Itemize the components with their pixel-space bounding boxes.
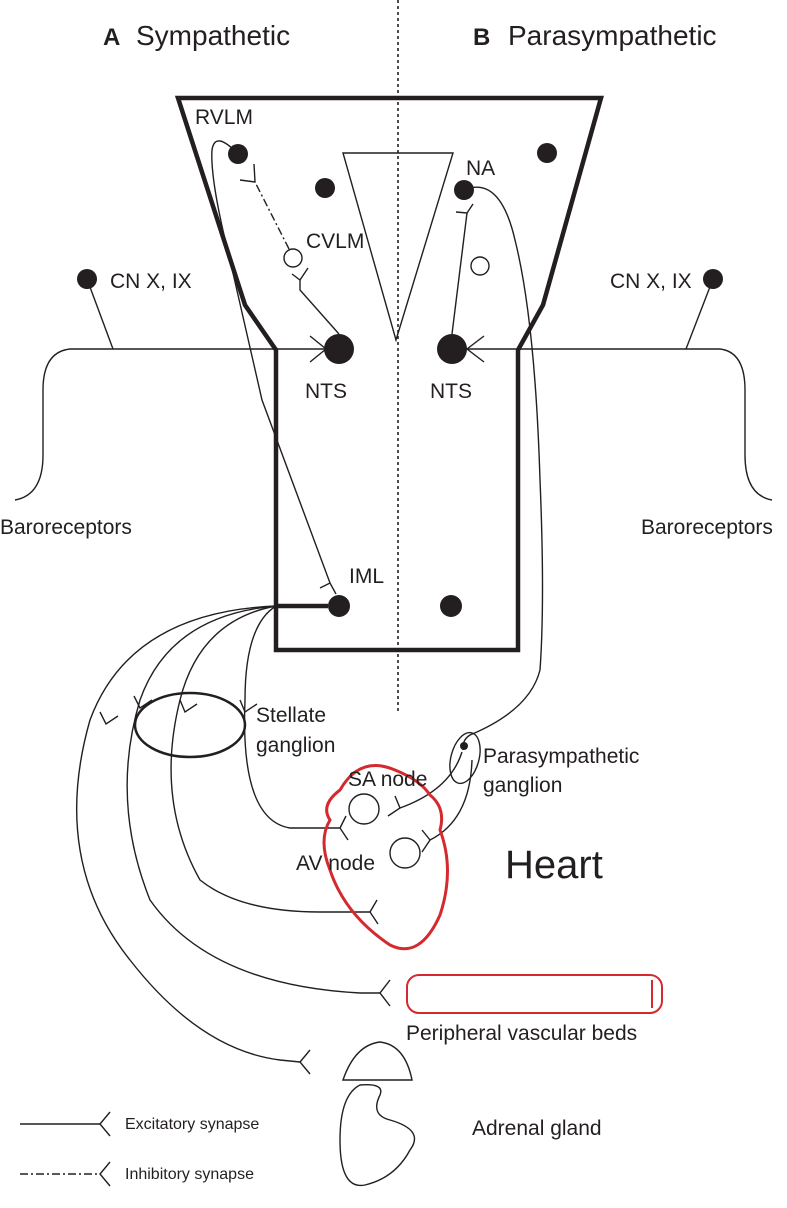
panel-b-title: Parasympathetic (508, 20, 717, 51)
iml-synapse (319, 582, 337, 595)
adrenal-cortex-cap (342, 1041, 413, 1081)
rvlm-inhibitory-synapse (239, 163, 256, 183)
baroreceptor-left-fiber (14, 348, 327, 501)
sa-node (348, 793, 380, 825)
baroreceptors-right-label: Baroreceptors (641, 516, 773, 539)
nts-left-nucleus (324, 334, 354, 364)
sa-node-label: SA node (348, 768, 427, 791)
medulla-nucleus-right (537, 143, 557, 163)
heart-outline (322, 764, 449, 951)
cn-right-label: CN X, IX (610, 270, 692, 293)
nts-right-synapse (465, 335, 485, 363)
vagal-efferent (462, 186, 544, 751)
parasympathetic-ganglion (449, 731, 481, 785)
stellate-label-line2: ganglion (256, 734, 335, 757)
sa-av-symp-synapse (339, 815, 349, 841)
open-nucleus-right (470, 256, 490, 276)
symp-to-ventricle-fiber (170, 605, 370, 913)
cn-left-axon (86, 278, 114, 350)
rvlm-to-iml-axon (211, 140, 331, 584)
symp-to-adrenal-fiber (76, 605, 301, 1063)
legend-excitatory-label: Excitatory synapse (125, 1116, 259, 1133)
vascular-label: Peripheral vascular beds (406, 1022, 637, 1045)
vascular-symp-synapse (379, 979, 391, 1007)
medulla-nucleus-left (315, 178, 335, 198)
stellate-synapse-2 (239, 699, 258, 714)
baroreceptor-right-fiber (466, 348, 773, 501)
legend-inhibitory-label: Inhibitory synapse (125, 1166, 254, 1183)
parasym-post-to-av (429, 759, 473, 841)
na-label: NA (466, 157, 495, 180)
cn-right-axon (685, 278, 714, 350)
nts-left-label: NTS (305, 380, 347, 403)
symp-to-vascular-fiber (126, 605, 380, 994)
fourth-ventricle (342, 152, 454, 343)
stellate-ganglion (133, 691, 247, 759)
cvlm-synapse (291, 267, 309, 282)
cvlm-to-rvlm-inhibitory-axon (254, 181, 290, 250)
iml-label: IML (349, 565, 384, 588)
stellate-synapse-1 (179, 699, 198, 714)
iml-nucleus (328, 595, 350, 617)
ventral-synapse-left (133, 695, 153, 710)
baroreceptors-left-label: Baroreceptors (0, 516, 132, 539)
nts-left-synapse (309, 335, 328, 363)
panel-a-title: Sympathetic (136, 20, 290, 51)
parasympathetic-ganglion-cell (460, 742, 468, 750)
nts-to-na-axon (451, 212, 468, 335)
legend-excitatory-synapse (99, 1111, 111, 1137)
nts-right-label: NTS (430, 380, 472, 403)
na-synapse (455, 203, 474, 214)
parasym-ganglion-label-line2: ganglion (483, 774, 562, 797)
nts-to-cvlm-axon (299, 280, 340, 335)
adrenal-label: Adrenal gland (472, 1117, 602, 1140)
cvlm-nucleus (283, 248, 303, 268)
panel-a-letter: A (103, 24, 120, 51)
av-node-label: AV node (296, 852, 375, 875)
av-node (389, 837, 421, 869)
parasym-ganglion-label-line1: Parasympathetic (483, 745, 639, 768)
sa-node-parasym-synapse (387, 795, 401, 817)
peripheral-vessel (406, 974, 663, 1014)
legend-inhibitory-synapse (99, 1161, 111, 1187)
av-node-parasym-synapse (421, 829, 431, 853)
cn-left-label: CN X, IX (110, 270, 192, 293)
adrenal-gland-body (339, 1084, 416, 1187)
ventral-synapse-far-left (99, 711, 119, 726)
stellate-label-line1: Stellate (256, 704, 326, 727)
heart-label: Heart (505, 843, 603, 887)
symp-to-av-node-fiber (243, 605, 340, 829)
parasym-post-to-sa (399, 751, 463, 809)
rvlm-label: RVLM (195, 106, 253, 129)
brainstem-spinal-outline (174, 95, 604, 653)
nts-right-nucleus (437, 334, 467, 364)
cvlm-label: CVLM (306, 230, 364, 253)
panel-b-letter: B (473, 24, 490, 51)
ventricle-symp-synapse (369, 899, 379, 925)
adrenal-symp-synapse (299, 1049, 311, 1075)
spinal-nucleus-right (440, 595, 462, 617)
